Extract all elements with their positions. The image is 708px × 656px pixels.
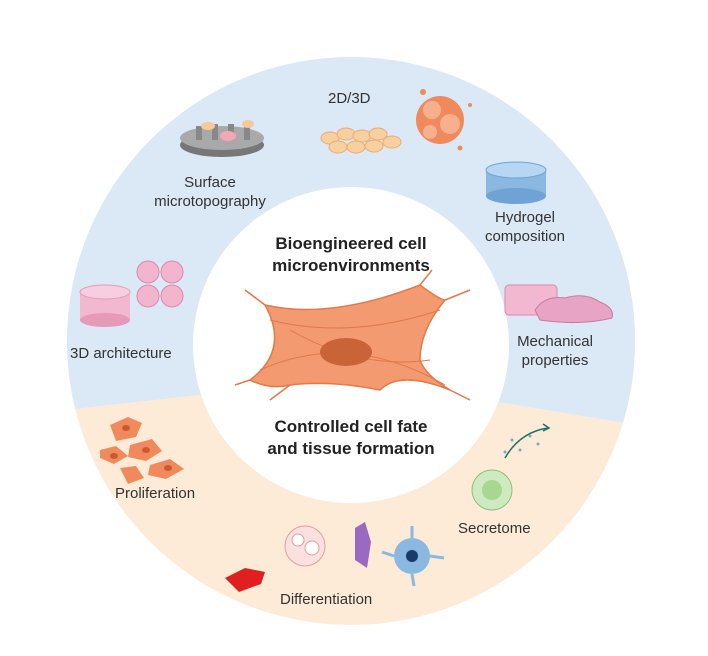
label-proliferation: Proliferation	[115, 485, 196, 502]
label-secretome: Secretome	[458, 520, 531, 537]
proliferation-cells-icon	[100, 417, 184, 484]
differentiation-cells-icon	[225, 522, 445, 592]
secretome-icon	[471, 423, 551, 511]
center-top-line-2: microenvironments	[272, 256, 430, 275]
label-3d-architecture: 3D architecture	[70, 345, 172, 362]
label-surface-line-1: Surface	[184, 174, 236, 191]
center-title-top: Bioengineered cell microenvironments	[231, 233, 471, 277]
3d-architecture-icon	[79, 260, 184, 327]
label-differentiation: Differentiation	[280, 591, 373, 608]
center-bottom-line-2: and tissue formation	[267, 439, 435, 458]
mechanical-properties-icon	[504, 284, 613, 324]
surface-microtopography-icon	[180, 120, 264, 157]
label-surface-microtopography: Surface microtopography	[140, 173, 280, 211]
label-surface-line-2: microtopography	[154, 193, 266, 210]
center-bottom-line-1: Controlled cell fate	[274, 417, 428, 436]
label-mechanical-line-2: properties	[521, 352, 589, 369]
label-hydrogel-composition: Hydrogel composition	[470, 208, 580, 246]
center-top-line-1: Bioengineered cell	[275, 234, 427, 253]
3d-spheroid-icon	[416, 89, 472, 151]
label-hydrogel-line-2: composition	[484, 228, 566, 245]
label-hydrogel-line-1: Hydrogel	[494, 209, 556, 226]
label-2d-3d: 2D/3D	[328, 90, 371, 107]
hydrogel-icon	[485, 161, 547, 204]
center-title-bottom: Controlled cell fate and tissue formatio…	[226, 416, 476, 460]
2d-cells-icon	[320, 127, 402, 154]
label-mechanical-line-1: Mechanical	[517, 333, 593, 350]
central-cell-icon	[234, 269, 471, 401]
label-mechanical-properties: Mechanical properties	[500, 332, 610, 370]
